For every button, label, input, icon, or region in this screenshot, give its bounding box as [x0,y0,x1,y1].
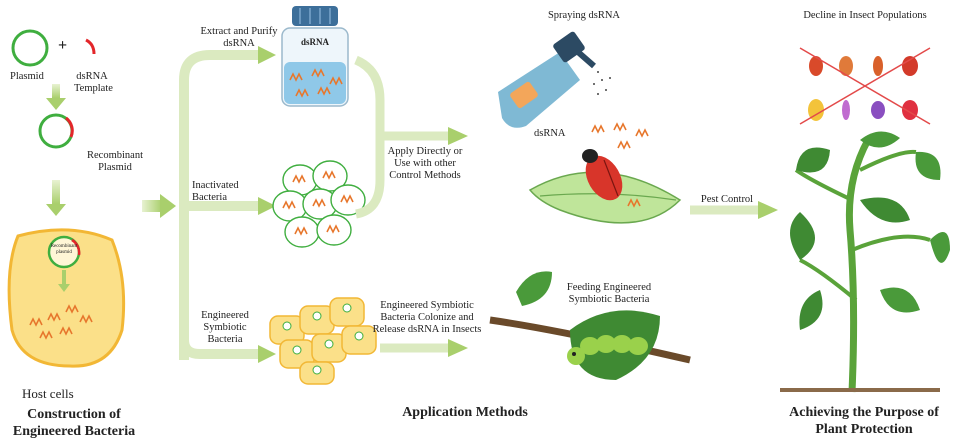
bottle-label: dsRNA [300,37,329,47]
dsrna-template-icon [85,38,96,55]
plant-icon [780,131,950,393]
beetle-icon [582,149,623,201]
host-cells-label: Host cells [22,386,74,401]
arrow-icon [142,194,176,218]
dsrna-label: dsRNA [534,128,566,139]
arrow-icon [690,201,778,219]
application-methods-title: Application Methods [402,405,528,420]
down-arrow-icon [46,180,66,216]
plasmid-icon [11,29,49,67]
spray-bottle-icon [498,31,611,128]
plus-sign: + [58,37,68,54]
arrow-icon [354,55,468,219]
pest-control-label: Pest Control [700,194,754,205]
cross-out-mark [799,47,931,125]
spraying-label: Spraying dsRNA [547,10,621,21]
caterpillar-icon [567,335,648,365]
insect-icons [808,56,918,121]
recombinant-plasmid-icon [38,113,74,149]
plasmid-label: Plasmid [10,71,44,82]
host-cell-icon [7,228,126,368]
inactivated-bacteria-icon [272,160,366,248]
down-arrow-icon [46,84,66,110]
dsrna-bottle-icon [281,6,349,107]
arrow-icon [380,339,468,357]
branch-arrows [179,46,276,363]
decline-label: Decline in Insect Populations [803,10,927,21]
engineered-symbiotic-bacteria-icon [269,297,377,385]
